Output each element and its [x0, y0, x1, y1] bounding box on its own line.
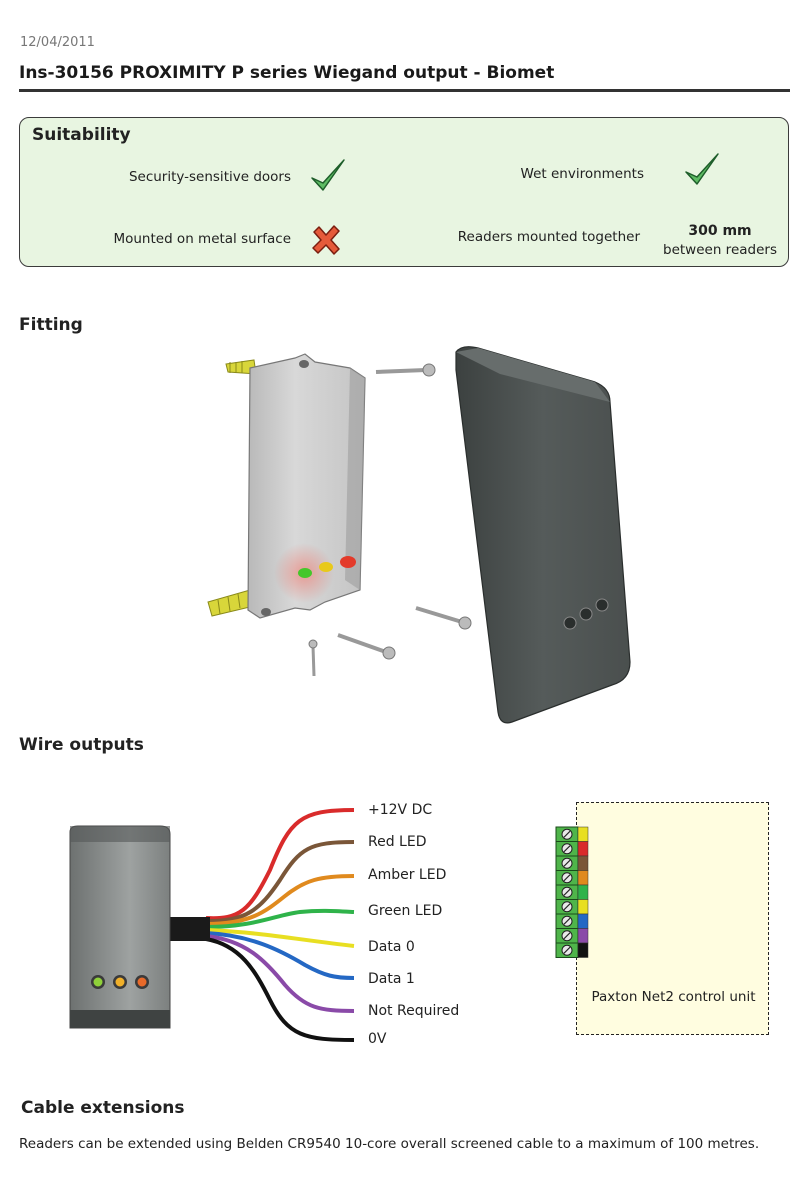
title-divider	[19, 89, 790, 92]
fitting-heading: Fitting	[19, 315, 83, 335]
wire-not-required	[205, 934, 355, 1013]
wire-green-led	[205, 908, 355, 929]
wire-label-data-1: Data 1	[368, 971, 415, 987]
control-unit-label: Paxton Net2 control unit	[591, 989, 756, 1005]
wire-amber-led	[205, 874, 355, 926]
reader-spacing-sub: between readers	[663, 242, 777, 258]
suitability-label-security: Security-sensitive doors	[128, 169, 291, 185]
screw	[375, 363, 436, 377]
screw	[415, 606, 472, 630]
terminal-screw	[555, 855, 589, 871]
wire-data-1	[205, 931, 355, 980]
wire-data-0	[205, 928, 355, 948]
terminal-screw	[555, 884, 589, 900]
wire-label-12v: +12V DC	[368, 802, 433, 818]
wire-label-amber-led: Amber LED	[368, 867, 447, 883]
wire-label-not-required: Not Required	[368, 1003, 460, 1019]
fitting-illustration	[207, 346, 631, 724]
cross-icon	[312, 225, 340, 255]
cable-sheath	[170, 917, 210, 941]
wire-red-led	[205, 840, 355, 924]
wire-label-0v: 0V	[368, 1031, 387, 1047]
terminal-screw	[555, 899, 589, 915]
green-led	[298, 568, 312, 578]
check-icon	[685, 153, 719, 185]
wire-label-data-0: Data 0	[368, 939, 415, 955]
amber-led	[319, 562, 333, 572]
wall-plug	[207, 589, 255, 617]
check-icon	[311, 159, 345, 191]
terminal-screw	[555, 826, 589, 842]
cable-extensions-text: Readers can be extended using Belden CR9…	[19, 1136, 760, 1152]
reader-backplate	[247, 353, 366, 619]
control-unit-box: Paxton Net2 control unit	[576, 802, 769, 1035]
wire-12v	[205, 808, 355, 921]
wiring-diagram	[69, 808, 355, 1042]
terminal-screw	[555, 841, 589, 857]
suitability-panel: Suitability Security-sensitive doors Mou…	[19, 117, 789, 267]
wire-0v	[205, 937, 355, 1042]
reader-cover	[455, 346, 631, 724]
terminal-block	[555, 826, 589, 958]
document-title: Ins-30156 PROXIMITY P series Wiegand out…	[19, 63, 555, 83]
terminal-screw	[555, 928, 589, 944]
document-date: 12/04/2011	[20, 35, 95, 50]
suitability-label-metal: Mounted on metal surface	[113, 231, 291, 247]
terminal-screw	[555, 942, 589, 958]
suitability-label-wet: Wet environments	[520, 166, 644, 182]
red-led	[340, 556, 356, 568]
suitability-label-together: Readers mounted together	[457, 229, 640, 245]
reader-spacing-value: 300 mm	[688, 223, 752, 239]
wire-outputs-heading: Wire outputs	[19, 735, 144, 755]
wire-label-green-led: Green LED	[368, 903, 443, 919]
screw	[337, 633, 396, 660]
terminal-screw	[555, 913, 589, 929]
screw	[308, 639, 318, 677]
terminal-screw	[555, 870, 589, 886]
cable-extensions-heading: Cable extensions	[21, 1098, 185, 1118]
reader-front	[69, 825, 171, 1029]
wire-label-red-led: Red LED	[368, 834, 427, 850]
suitability-heading: Suitability	[32, 125, 131, 145]
